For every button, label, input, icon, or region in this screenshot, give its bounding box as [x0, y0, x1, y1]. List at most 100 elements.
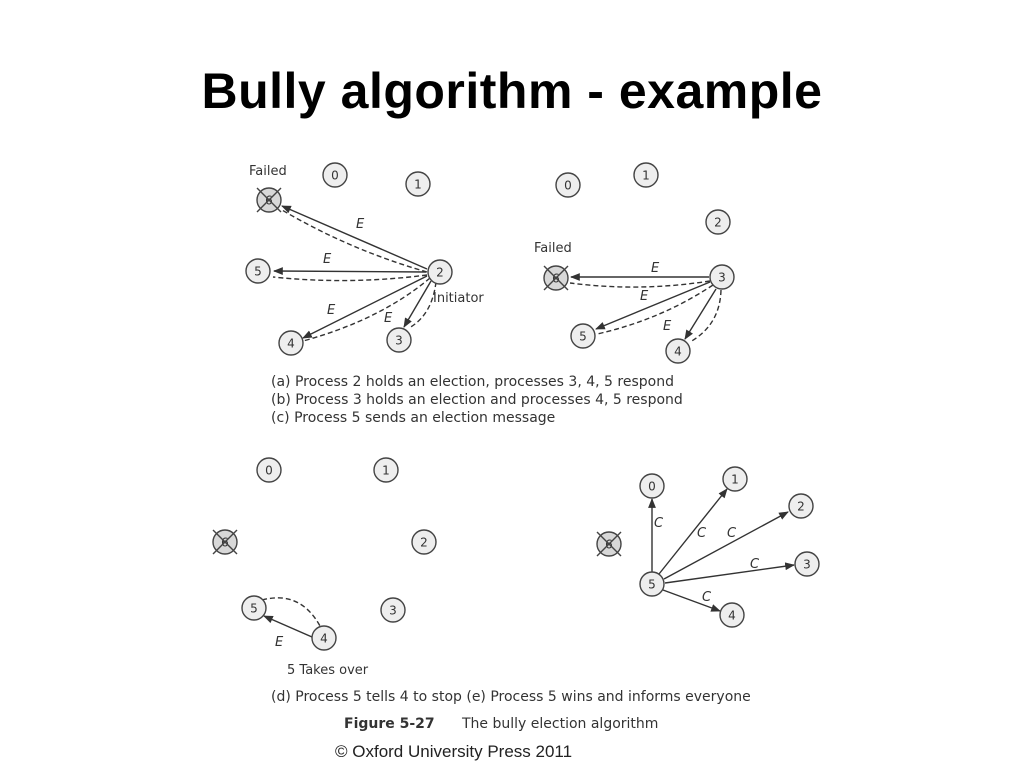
edge-label: C	[727, 526, 737, 541]
edge-3-to-5	[595, 281, 711, 330]
svg-text:2: 2	[420, 536, 428, 550]
process-node-0: 0	[639, 473, 665, 499]
process-node-2: 2	[705, 209, 731, 235]
svg-text:0: 0	[648, 480, 656, 494]
panel-a: Failed Initiator E E E E 0 1 2	[245, 162, 484, 356]
process-node-0: 0	[322, 162, 348, 188]
process-node-0: 0	[555, 172, 581, 198]
svg-text:0: 0	[265, 464, 273, 478]
panel-d: E 5 Takes over 0 1 2 3 4 5 6	[212, 457, 437, 678]
process-node-6-failed: 6	[596, 531, 622, 557]
caption-line-b: (b) Process 3 holds an election and proc…	[271, 392, 683, 408]
process-node-1: 1	[722, 466, 748, 492]
panel-b: Failed E E E 0 1 2 3 4	[534, 162, 735, 364]
failed-label: Failed	[249, 164, 287, 179]
edge-label: E	[640, 289, 649, 304]
svg-text:5: 5	[648, 578, 656, 592]
svg-text:2: 2	[797, 500, 805, 514]
svg-text:2: 2	[714, 216, 722, 230]
edge-4-dashed	[302, 277, 431, 342]
edge-5-dashed	[272, 274, 428, 282]
failed-label: Failed	[534, 241, 572, 256]
svg-text:0: 0	[564, 179, 572, 193]
svg-text:0: 0	[331, 169, 339, 183]
edge-label: C	[750, 557, 760, 572]
figure-title: The bully election algorithm	[461, 716, 658, 732]
edge-label: C	[702, 590, 712, 605]
edge-5-to-4	[662, 589, 721, 612]
initiator-label: Initiator	[433, 291, 484, 306]
edge-label: E	[275, 635, 284, 650]
coordinator-messages	[648, 488, 795, 612]
svg-text:3: 3	[718, 271, 726, 285]
svg-text:5: 5	[254, 265, 262, 279]
process-node-6-failed: 6	[212, 529, 238, 555]
svg-text:3: 3	[803, 558, 811, 572]
edge-label: E	[384, 311, 393, 326]
edge-2-to-6	[281, 205, 428, 270]
process-node-4: 4	[311, 625, 337, 651]
figure-number: Figure 5-27	[344, 716, 435, 732]
panel-e: C C C C C 0 1 2 3 4 5 6	[596, 466, 820, 628]
svg-text:1: 1	[382, 464, 390, 478]
process-node-6-failed: 6	[256, 187, 282, 213]
process-node-1: 1	[373, 457, 399, 483]
edge-5-dashed	[261, 597, 321, 627]
process-node-3: 3	[794, 551, 820, 577]
election-messages	[272, 205, 437, 342]
edge-label: C	[654, 516, 664, 531]
edge-label: E	[327, 303, 336, 318]
process-node-2: 2	[411, 529, 437, 555]
svg-text:1: 1	[414, 178, 422, 192]
svg-text:5: 5	[250, 602, 258, 616]
process-node-5: 5	[245, 258, 271, 284]
edge-5-dashed	[596, 284, 714, 335]
process-node-4: 4	[719, 602, 745, 628]
edge-2-to-3	[403, 280, 432, 328]
caption-line-c: (c) Process 5 sends an election message	[271, 410, 555, 426]
edge-4-to-5	[263, 615, 313, 638]
process-node-3: 3	[386, 327, 412, 353]
caption-abc: (a) Process 2 holds an election, process…	[271, 374, 683, 426]
slide-title: Bully algorithm - example	[201, 63, 823, 119]
edge-6-dashed	[569, 280, 711, 288]
process-node-4: 4	[665, 338, 691, 364]
process-node-2: 2	[788, 493, 814, 519]
edge-label: E	[323, 252, 332, 267]
svg-text:3: 3	[395, 334, 403, 348]
svg-text:5: 5	[579, 330, 587, 344]
edge-label: E	[356, 217, 365, 232]
edge-label: C	[697, 526, 707, 541]
svg-text:4: 4	[287, 337, 295, 351]
svg-text:1: 1	[731, 473, 739, 487]
edge-5-to-1	[658, 488, 728, 575]
process-node-6-failed: 6	[543, 265, 569, 291]
edge-5-to-2	[663, 511, 789, 580]
edge-6-dashed	[281, 209, 428, 273]
svg-text:1: 1	[642, 169, 650, 183]
svg-text:4: 4	[320, 632, 328, 646]
svg-text:2: 2	[436, 266, 444, 280]
edge-5-to-3	[664, 562, 795, 584]
process-node-5: 5	[570, 323, 596, 349]
process-node-4: 4	[278, 330, 304, 356]
takeover-label: 5 Takes over	[287, 663, 369, 678]
edge-2-to-5	[273, 267, 427, 275]
svg-text:4: 4	[728, 609, 736, 623]
process-node-5: 5	[241, 595, 267, 621]
process-node-3: 3	[709, 264, 735, 290]
process-node-1: 1	[405, 171, 431, 197]
process-node-3: 3	[380, 597, 406, 623]
stop-message	[261, 597, 321, 638]
copyright-notice: © Oxford University Press 2011	[335, 742, 573, 761]
process-node-2: 2	[427, 259, 453, 285]
process-node-1: 1	[633, 162, 659, 188]
process-node-0: 0	[256, 457, 282, 483]
edge-3-dashed	[408, 281, 437, 329]
svg-text:3: 3	[389, 604, 397, 618]
election-messages	[569, 273, 722, 343]
caption-line-de: (d) Process 5 tells 4 to stop (e) Proces…	[271, 689, 751, 705]
edge-4-dashed	[689, 289, 722, 343]
svg-text:4: 4	[674, 345, 682, 359]
edge-2-to-4	[302, 275, 428, 339]
